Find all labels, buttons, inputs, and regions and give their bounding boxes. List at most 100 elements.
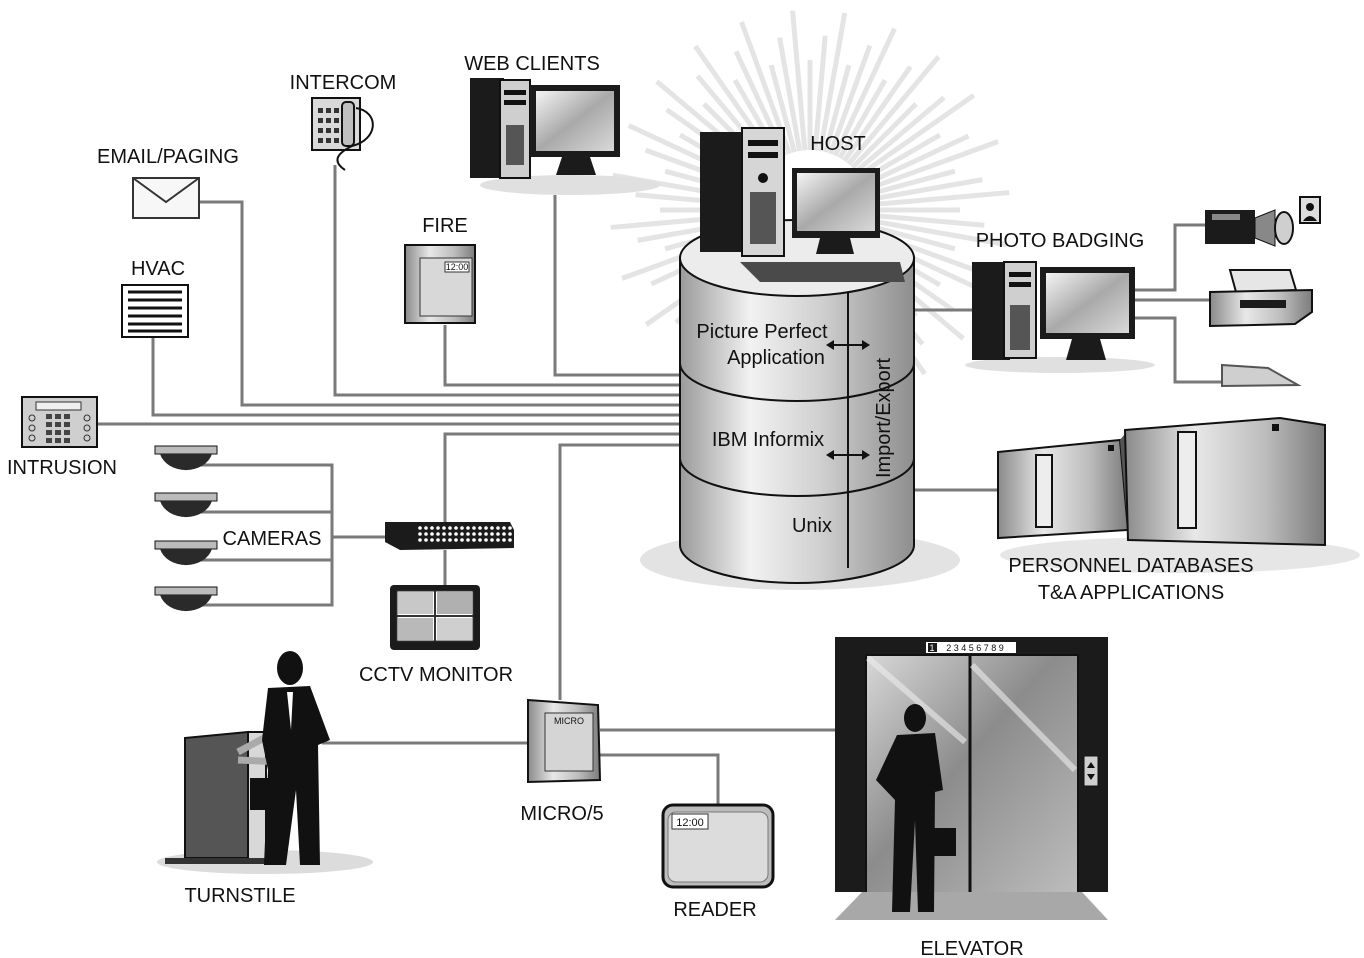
switch-button-dot [460, 526, 464, 530]
sunburst-ray [868, 177, 983, 203]
switch-button-dot [478, 526, 482, 530]
switch-button-dot [508, 526, 512, 530]
intercom-label: INTERCOM [290, 72, 397, 94]
web-clients-label: WEB CLIENTS [464, 53, 600, 75]
cylinder-layer-unix: Unix [792, 515, 832, 537]
cylinder-layer-application: Application [727, 347, 825, 369]
photo-badging-label: PHOTO BADGING [976, 230, 1145, 252]
switch-button-dot [448, 538, 452, 542]
switch-button-dot [466, 526, 470, 530]
dome-camera-icon [154, 540, 218, 566]
wire-cctv-switch [443, 432, 680, 535]
switch-button-dot [454, 538, 458, 542]
email-envelope-icon: EMAIL/PAGING [97, 146, 239, 219]
switch-button-dot [490, 538, 494, 542]
dome-camera-icon [154, 492, 218, 518]
hvac-vent-icon: HVAC [121, 258, 189, 338]
switch-button-dot [454, 532, 458, 536]
sunburst-ray [850, 102, 918, 170]
elevator-floor-current: 1 [929, 643, 934, 653]
switch-button-dot [508, 532, 512, 536]
sunburst-ray [768, 64, 797, 153]
sunburst-ray [790, 10, 808, 151]
host-label: HOST [810, 133, 866, 155]
sunburst-ray [846, 55, 941, 166]
cylinder-layer-picture-perfect: Picture Perfect [696, 321, 828, 343]
sunburst-ray [869, 190, 1010, 208]
wire-fire [443, 325, 680, 387]
sunburst-ray [828, 44, 873, 155]
switch-button-dot [448, 526, 452, 530]
cameras-label: CAMERAS [223, 528, 322, 550]
switch-button-dot [490, 526, 494, 530]
switch-button-dot [484, 538, 488, 542]
switch-button-dot [508, 538, 512, 542]
switch-button-dot [472, 526, 476, 530]
switch-button-dot [418, 538, 422, 542]
cctv-switcher-icon [385, 522, 514, 550]
switch-button-dot [460, 532, 464, 536]
wire-web-clients [553, 195, 680, 377]
cctv-monitor-label: CCTV MONITOR [359, 664, 513, 686]
switch-button-dot [442, 532, 446, 536]
switch-button-dot [496, 532, 500, 536]
switch-button-dot [436, 538, 440, 542]
switch-button-dot [418, 532, 422, 536]
switch-button-dot [478, 538, 482, 542]
switch-button-dot [460, 538, 464, 542]
cylinder-layer-informix: IBM Informix [712, 429, 824, 451]
switch-button-dot [424, 538, 428, 542]
sunburst-ray [863, 133, 970, 187]
sunburst-ray [867, 168, 956, 197]
switch-button-dot [466, 532, 470, 536]
reader-clock: 12:00 [676, 817, 704, 829]
switch-button-dot [502, 526, 506, 530]
switch-button-dot [496, 538, 500, 542]
sunburst-ray [869, 212, 985, 228]
reader-label: READER [673, 899, 756, 921]
cameras-group: CAMERAS [154, 445, 322, 612]
sunburst-ray [837, 78, 888, 160]
double-arrow-icon [826, 340, 870, 350]
switch-button-dot [430, 532, 434, 536]
connection-lines [97, 165, 1222, 805]
switch-button-dot [430, 538, 434, 542]
video-camera-icon [1205, 209, 1294, 247]
web-clients-computer-icon: WEB CLIENTS [464, 53, 660, 195]
switch-button-dot [484, 532, 488, 536]
wire-reader [600, 753, 720, 805]
ta-applications-label: T&A APPLICATIONS [1038, 582, 1224, 604]
sunburst-ray [817, 12, 848, 152]
elevator-floor-indicator: 2 3 4 5 6 7 8 9 [946, 643, 1004, 653]
wire-camera-badge [1135, 223, 1205, 292]
switch-button-dot [466, 538, 470, 542]
fire-panel-clock: 12:00 [446, 262, 469, 272]
wire-email-paging [198, 200, 680, 407]
wire-hvac [151, 337, 680, 417]
email-paging-label: EMAIL/PAGING [97, 146, 239, 168]
switch-button-dot [478, 532, 482, 536]
sunburst-ray [833, 27, 897, 157]
switch-button-dot [502, 538, 506, 542]
switch-button-dot [436, 526, 440, 530]
personnel-database-servers-icon: PERSONNEL DATABASES T&A APPLICATIONS [997, 416, 1360, 604]
server-cylinder: Picture Perfect Application IBM Informix… [640, 219, 960, 590]
switch-button-dot [448, 532, 452, 536]
fire-label: FIRE [422, 215, 468, 237]
sunburst-ray [842, 65, 913, 163]
switch-button-dot [442, 526, 446, 530]
sunburst-ray [867, 223, 956, 252]
businessman-figure-icon [250, 651, 330, 865]
switch-button-dot [472, 532, 476, 536]
switch-button-dot [496, 526, 500, 530]
wire-pad [1135, 316, 1222, 384]
sunburst-ray [865, 139, 999, 192]
sunburst-ray [823, 64, 852, 153]
turnstile-icon: TURNSTILE [157, 728, 373, 907]
personnel-databases-label: PERSONNEL DATABASES [1008, 555, 1253, 577]
switch-button-dot [442, 538, 446, 542]
micro5-label: MICRO/5 [520, 803, 603, 825]
fire-panel-icon: 12:00 FIRE [404, 215, 476, 324]
double-arrow-icon [826, 450, 870, 460]
